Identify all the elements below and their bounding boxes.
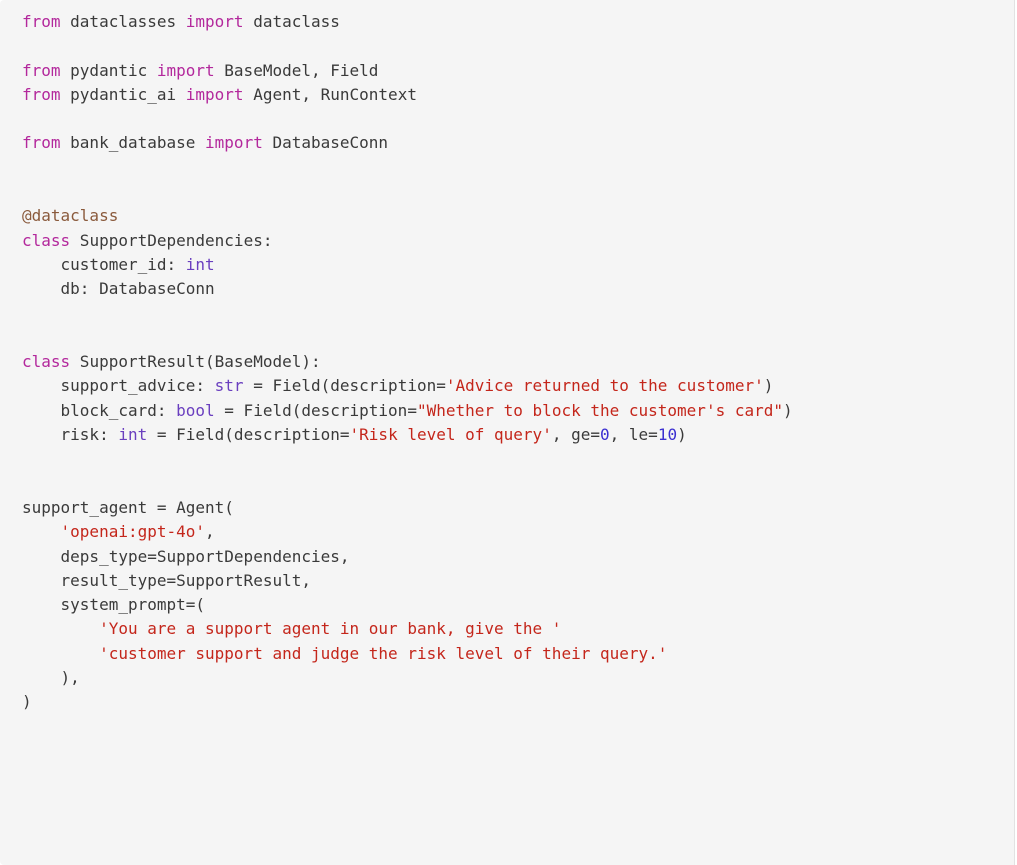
code-token-plain: = Field(description= bbox=[147, 425, 350, 445]
code-token-plain: customer_id: bbox=[22, 254, 186, 274]
code-line: 'You are a support agent in our bank, gi… bbox=[22, 617, 1014, 641]
code-token-str: "Whether to block the customer's card" bbox=[416, 400, 783, 420]
code-line: support_agent = Agent( bbox=[22, 496, 1014, 520]
code-line: customer_id: int bbox=[22, 253, 1014, 277]
code-line: class SupportResult(BaseModel): bbox=[22, 350, 1014, 374]
code-token-kw: from bbox=[22, 12, 61, 31]
code-line: result_type=SupportResult, bbox=[22, 569, 1014, 593]
code-token-str: 'Advice returned to the customer' bbox=[445, 376, 764, 396]
code-token-plain: db: DatabaseConn bbox=[22, 279, 215, 299]
code-line: ) bbox=[22, 690, 1014, 714]
code-line bbox=[22, 180, 1014, 204]
code-token-plain: ) bbox=[763, 376, 774, 396]
code-token-plain: pydantic bbox=[60, 60, 157, 80]
code-token-plain bbox=[22, 619, 99, 638]
code-token-plain: pydantic_ai bbox=[60, 84, 186, 104]
code-line: risk: int = Field(description='Risk leve… bbox=[22, 423, 1014, 447]
code-token-str: 'openai:gpt-4o' bbox=[60, 522, 206, 542]
code-line: deps_type=SupportDependencies, bbox=[22, 545, 1014, 569]
code-line bbox=[22, 156, 1014, 180]
code-token-kw: class bbox=[22, 230, 71, 250]
code-token-plain: ) bbox=[783, 400, 793, 420]
code-token-kw: import bbox=[205, 133, 263, 153]
code-token-plain: , le= bbox=[609, 425, 658, 445]
code-token-plain: , ge= bbox=[551, 425, 600, 445]
code-line: 'openai:gpt-4o', bbox=[22, 520, 1014, 544]
code-token-plain: block_card: bbox=[22, 400, 177, 420]
code-token-plain: ), bbox=[22, 668, 80, 688]
code-line: from pydantic import BaseModel, Field bbox=[22, 59, 1014, 83]
code-token-type: int bbox=[118, 425, 148, 445]
code-token-deco: @dataclass bbox=[22, 206, 119, 226]
code-token-plain: dataclass bbox=[243, 12, 340, 31]
code-token-kw: import bbox=[185, 84, 244, 104]
code-token-type: bool bbox=[176, 400, 215, 420]
code-line bbox=[22, 302, 1014, 326]
code-token-plain: SupportDependencies: bbox=[70, 230, 273, 250]
code-token-kw: from bbox=[22, 133, 61, 153]
code-line bbox=[22, 447, 1014, 471]
code-token-kw: import bbox=[185, 12, 244, 31]
code-token-plain bbox=[22, 522, 61, 541]
code-token-kw: class bbox=[22, 352, 71, 372]
code-token-kw: import bbox=[156, 60, 215, 80]
code-token-plain: deps_type=SupportDependencies, bbox=[22, 546, 350, 566]
code-token-plain: result_type=SupportResult, bbox=[22, 570, 311, 590]
code-token-plain: support_agent = Agent( bbox=[22, 497, 234, 517]
code-token-plain: bank_database bbox=[60, 133, 206, 153]
code-line bbox=[22, 472, 1014, 496]
code-token-plain bbox=[22, 644, 99, 663]
code-token-plain: support_advice: bbox=[22, 376, 215, 396]
code-line: from bank_database import DatabaseConn bbox=[22, 131, 1014, 155]
code-token-plain: DatabaseConn bbox=[262, 133, 389, 153]
code-token-plain: Agent, RunContext bbox=[243, 84, 417, 104]
code-line bbox=[22, 107, 1014, 131]
code-line: from dataclasses import dataclass bbox=[22, 10, 1014, 34]
code-token-str: 'Risk level of query' bbox=[349, 425, 552, 445]
code-line: support_advice: str = Field(description=… bbox=[22, 374, 1014, 398]
code-token-type: int bbox=[185, 254, 215, 274]
code-line: class SupportDependencies: bbox=[22, 229, 1014, 253]
code-token-str: 'customer support and judge the risk lev… bbox=[99, 643, 668, 663]
code-token-str: 'You are a support agent in our bank, gi… bbox=[99, 619, 562, 639]
code-token-plain: ) bbox=[22, 692, 32, 712]
code-token-plain: = Field(description= bbox=[243, 376, 446, 396]
code-token-kw: from bbox=[22, 84, 61, 104]
code-token-kw: from bbox=[22, 60, 61, 80]
code-token-plain: , bbox=[205, 522, 215, 542]
code-line bbox=[22, 34, 1014, 58]
code-line: 'customer support and judge the risk lev… bbox=[22, 642, 1014, 666]
code-line: db: DatabaseConn bbox=[22, 277, 1014, 301]
code-token-num: 10 bbox=[657, 425, 678, 445]
code-token-plain: system_prompt=( bbox=[22, 595, 206, 615]
code-token-type: str bbox=[214, 376, 244, 396]
code-token-plain: dataclasses bbox=[60, 12, 186, 31]
code-line: system_prompt=( bbox=[22, 593, 1014, 617]
code-token-plain: risk: bbox=[22, 425, 119, 445]
code-line: ), bbox=[22, 666, 1014, 690]
code-token-num: 0 bbox=[600, 425, 610, 445]
code-line: from pydantic_ai import Agent, RunContex… bbox=[22, 83, 1014, 107]
code-token-plain: ) bbox=[677, 425, 687, 445]
code-line bbox=[22, 326, 1014, 350]
code-token-plain: SupportResult(BaseModel): bbox=[70, 352, 321, 372]
code-line: block_card: bool = Field(description="Wh… bbox=[22, 399, 1014, 423]
code-token-plain: BaseModel, Field bbox=[214, 60, 379, 80]
code-line: @dataclass bbox=[22, 204, 1014, 228]
code-token-plain: = Field(description= bbox=[214, 400, 417, 420]
